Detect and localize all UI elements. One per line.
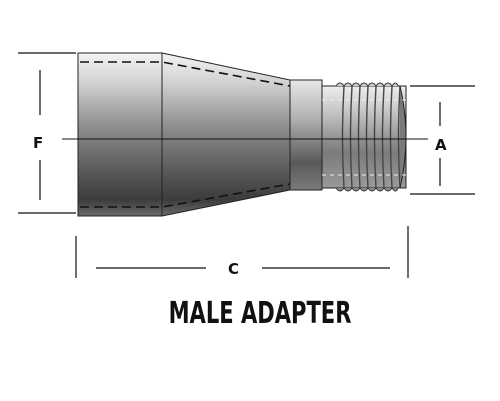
dimension-f xyxy=(18,52,76,214)
inner-bore-lines xyxy=(322,99,406,176)
diagram-caption: MALE ADAPTER xyxy=(168,296,352,331)
dimension-a-label: A xyxy=(435,136,447,154)
thread-shank xyxy=(321,85,407,189)
hidden-bore-lines xyxy=(80,61,291,208)
dimension-f-label: F xyxy=(33,134,43,152)
thread-crests xyxy=(341,85,401,189)
thread-end xyxy=(399,85,407,189)
dimension-a xyxy=(410,85,475,195)
dimension-c-label: C xyxy=(228,260,239,278)
socket-body xyxy=(77,52,163,217)
thread-top-edge xyxy=(335,82,399,87)
collar xyxy=(289,79,323,191)
dimension-c xyxy=(75,226,409,278)
cone-body xyxy=(161,52,291,217)
thread-bottom-edge xyxy=(335,187,399,192)
